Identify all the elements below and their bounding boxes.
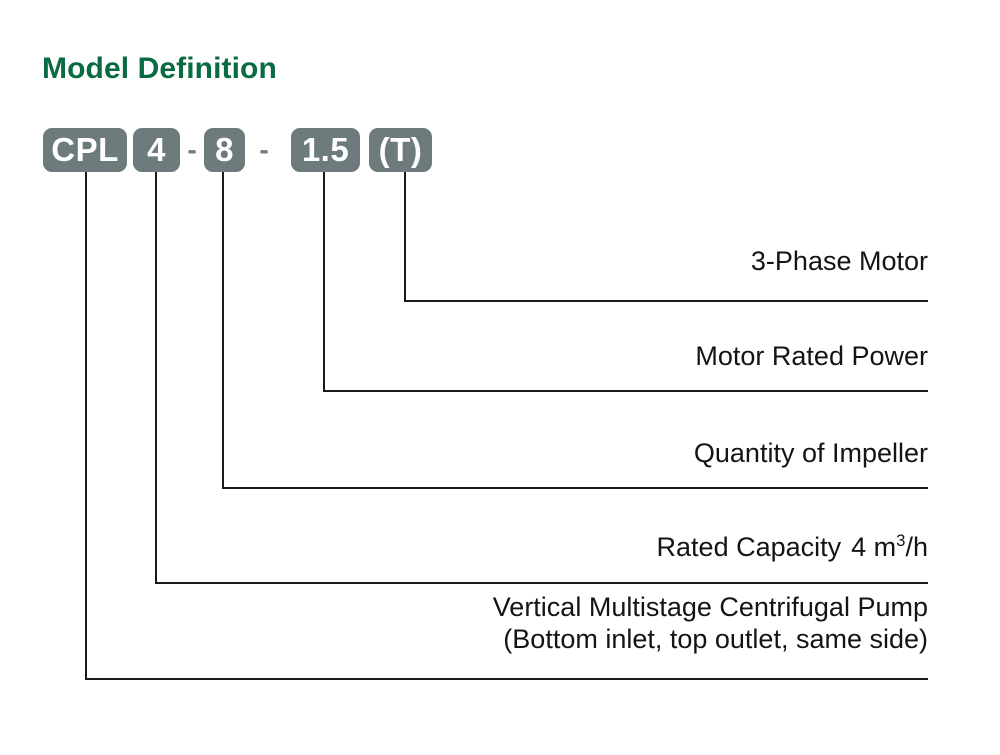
callout-label-quantity-of-impeller: Quantity of Impeller (693, 438, 928, 468)
model-code-box-power: 1.5 (291, 128, 360, 172)
leader-line-horizontal-motor-rated-power (323, 390, 928, 392)
model-code-separator-1: - (187, 134, 197, 165)
page-title: Model Definition (42, 52, 277, 85)
pump-type-line-1: Vertical Multistage Centrifugal Pump (492, 592, 928, 622)
leader-line-vertical-phase-motor (404, 172, 406, 300)
rated-capacity-exponent: 3 (896, 531, 906, 550)
leader-line-vertical-rated-capacity (155, 172, 157, 582)
leader-line-horizontal-phase-motor (404, 300, 928, 302)
model-code-separator-2: - (259, 134, 269, 165)
leader-line-vertical-quantity-of-impeller (222, 172, 224, 487)
rated-capacity-text: Rated Capacity (656, 532, 842, 562)
model-code-box-phase: (T) (369, 128, 432, 172)
rated-capacity-unit-suffix: /h (905, 532, 928, 562)
leader-line-vertical-pump-type (85, 172, 87, 678)
leader-line-horizontal-pump-type (85, 678, 928, 680)
leader-line-vertical-motor-rated-power (323, 172, 325, 390)
callout-label-motor-rated-power: Motor Rated Power (695, 341, 928, 371)
callout-label-pump-type: Vertical Multistage Centrifugal Pump (Bo… (0, 592, 928, 656)
rated-capacity-value: 4 m (851, 532, 897, 562)
leader-line-horizontal-rated-capacity (155, 582, 928, 584)
leader-line-horizontal-quantity-of-impeller (222, 487, 928, 489)
pump-type-line-2: (Bottom inlet, top outlet, same side) (503, 623, 928, 654)
callout-label-rated-capacity: Rated Capacity 4 m3/h (0, 532, 928, 564)
model-code-box-cpl: CPL (43, 128, 127, 172)
model-code-box-capacity: 4 (133, 128, 180, 172)
callout-label-phase-motor: 3-Phase Motor (750, 246, 928, 276)
model-code-box-stages: 8 (204, 128, 245, 172)
